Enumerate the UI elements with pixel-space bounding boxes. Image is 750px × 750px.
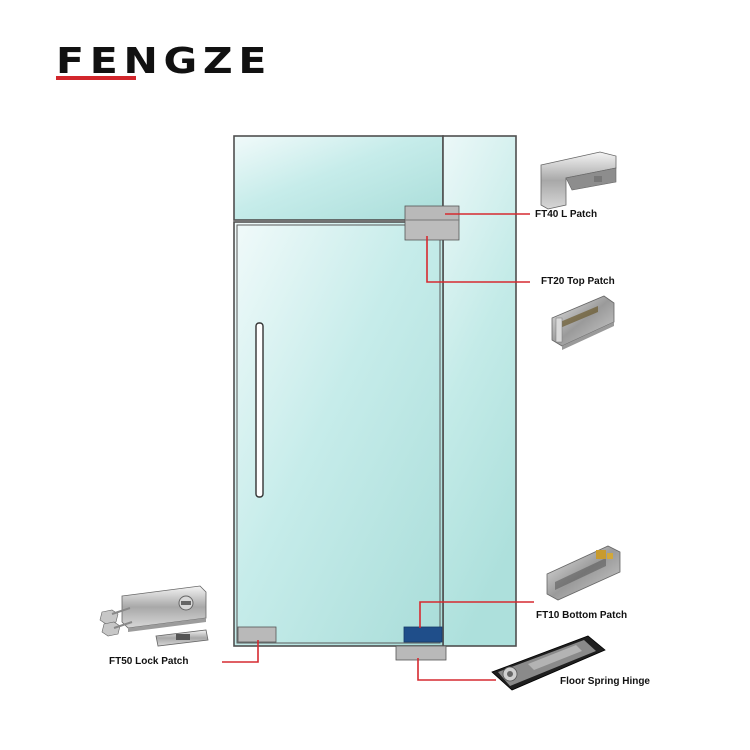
floor-spring-block [395,645,447,661]
leader-ft50 [222,640,259,663]
label-ft20-top-patch: FT20 Top Patch [541,276,615,287]
ft10-product-image [546,545,621,601]
label-ft50-lock-patch: FT50 Lock Patch [109,656,189,667]
leader-ft20 [426,236,530,283]
brand-logo: FENGZE [56,42,266,84]
ft10-patch-block [403,626,443,643]
ft40-patch-block [404,205,460,221]
label-ft10-bottom-patch: FT10 Bottom Patch [536,610,628,621]
ft50-product-image [99,585,209,647]
logo-accent [56,76,136,80]
door-handle [255,322,264,498]
leader-lines [222,213,534,681]
logo-text: FENGZE [56,41,273,82]
leader-ft10 [419,601,534,628]
sidelight-glass [442,135,517,647]
door-leaf-edge [236,224,441,644]
leader-floor-spring [417,658,496,681]
ft40-product-image [540,151,617,210]
label-floor-spring-hinge: Floor Spring Hinge [560,676,650,687]
ft50-patch-block [237,626,277,643]
ft20-patch-block [404,219,460,241]
label-ft40-l-patch: FT40 L Patch [535,209,598,220]
door-leaf-glass [233,221,444,647]
floor-spring-product-image [491,635,606,691]
ft20-product-image [551,295,615,350]
